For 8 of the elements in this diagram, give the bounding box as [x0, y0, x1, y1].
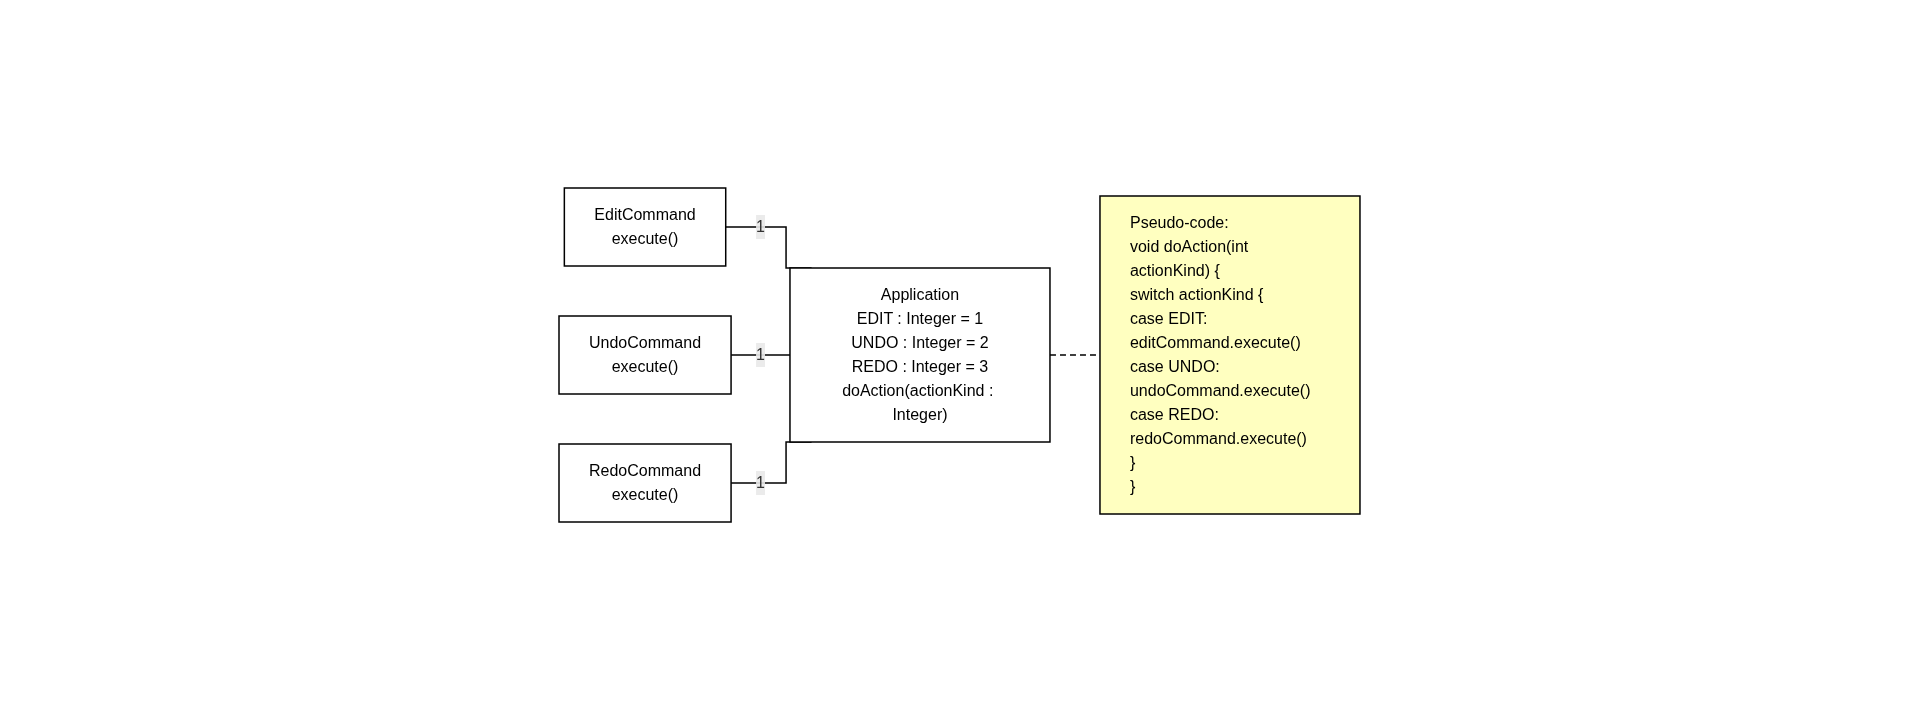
edge-label: 1 — [756, 474, 765, 491]
node-box: EditCommand execute() — [563, 187, 727, 267]
edge-label: 1 — [756, 218, 765, 235]
edge-label: 1 — [756, 346, 765, 363]
node-box: UndoCommand execute() — [558, 315, 732, 395]
node-box: Application EDIT : Integer = 1 UNDO : Integer = 2 REDO : Integer = 3 doAction(actionKind : Integer) — [789, 267, 1051, 443]
node-box: Pseudo-code: void doAction(int actionKind) { switch actionKind { case EDIT: editCommand.execute() case UNDO: undoCommand.execute() case REDO: redoCommand.execute() } } — [1099, 195, 1361, 515]
node-box: RedoCommand execute() — [558, 443, 732, 523]
